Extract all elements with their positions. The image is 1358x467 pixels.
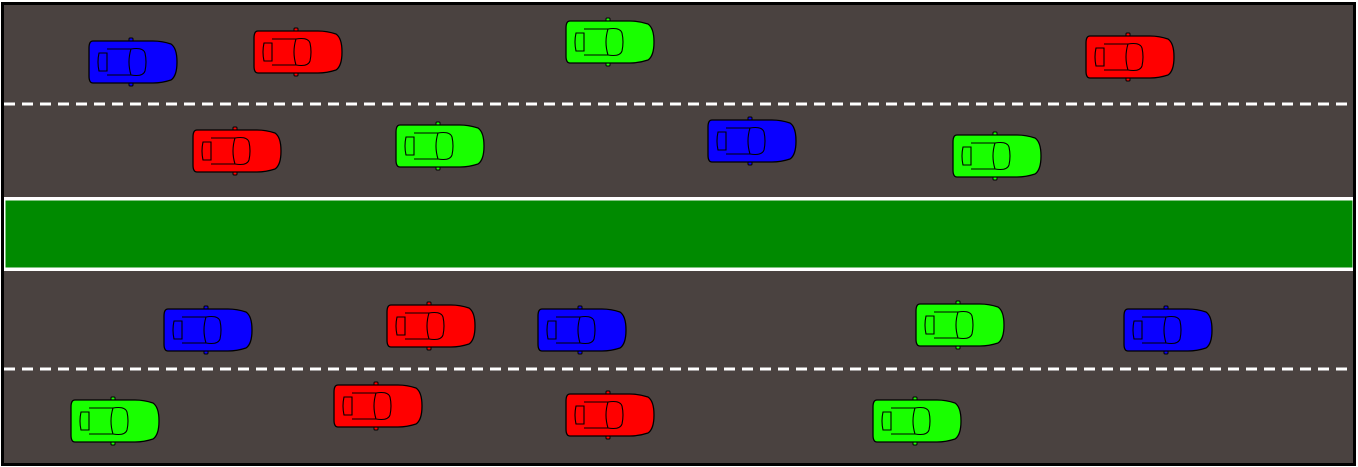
red-car-icon <box>386 301 476 351</box>
green-car-icon <box>872 396 962 446</box>
red-car-icon <box>333 381 423 431</box>
median-strip <box>2 197 1356 271</box>
blue-car-icon <box>1123 305 1213 355</box>
blue-car-icon <box>537 305 627 355</box>
green-car-icon <box>952 131 1042 181</box>
green-car-icon <box>565 17 655 67</box>
red-car-icon <box>565 390 655 440</box>
blue-car-icon <box>707 116 797 166</box>
green-car-icon <box>915 300 1005 350</box>
red-car-icon <box>1085 32 1175 82</box>
green-car-icon <box>70 396 160 446</box>
lower-roadway <box>4 271 1354 463</box>
green-car-icon <box>395 121 485 171</box>
red-car-icon <box>253 27 343 77</box>
blue-car-icon <box>88 37 178 87</box>
red-car-icon <box>192 126 282 176</box>
blue-car-icon <box>163 305 253 355</box>
cars-layer <box>70 17 1213 446</box>
